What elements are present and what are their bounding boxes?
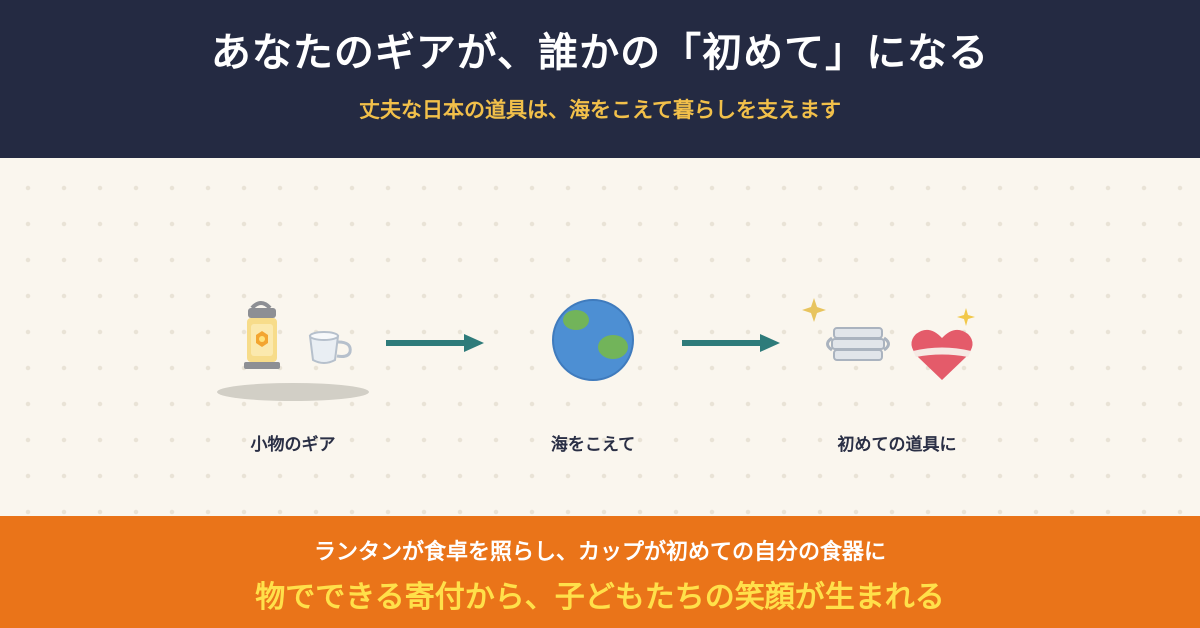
step-1-illustration bbox=[217, 301, 369, 401]
step-label-gear: 小物のギア bbox=[250, 435, 336, 455]
arrow-2 bbox=[682, 334, 780, 352]
step-3-illustration bbox=[802, 298, 975, 380]
sparkle-icon bbox=[802, 298, 826, 322]
arrow-1 bbox=[386, 334, 484, 352]
globe-icon bbox=[552, 299, 634, 381]
flow-section: 小物のギア 海をこえて 初めての道具に bbox=[0, 158, 1200, 516]
page-title: あなたのギアが、誰かの「初めて」になる bbox=[210, 30, 990, 76]
flow-illustration bbox=[217, 298, 975, 401]
footer-highlight: 物でできる寄付から、子どもたちの笑顔が生まれる bbox=[255, 580, 945, 615]
sparkle-icon bbox=[957, 308, 975, 326]
page-subtitle: 丈夫な日本の道具は、海をこえて暮らしを支えます bbox=[359, 98, 841, 122]
step-label-overseas: 海をこえて bbox=[550, 435, 636, 455]
heart-icon bbox=[911, 329, 973, 380]
header-banner: あなたのギアが、誰かの「初めて」になる 丈夫な日本の道具は、海をこえて暮らしを支… bbox=[0, 0, 1200, 158]
cup-icon bbox=[308, 331, 352, 364]
lantern-icon bbox=[244, 301, 280, 369]
shadow-ellipse bbox=[217, 383, 369, 401]
footer-message: ランタンが食卓を照らし、カップが初めての自分の食器に bbox=[313, 540, 886, 565]
bowl-icon bbox=[826, 327, 890, 361]
footer-banner: ランタンが食卓を照らし、カップが初めての自分の食器に 物でできる寄付から、子ども… bbox=[0, 516, 1200, 628]
step-label-first-tool: 初めての道具に bbox=[837, 435, 957, 455]
